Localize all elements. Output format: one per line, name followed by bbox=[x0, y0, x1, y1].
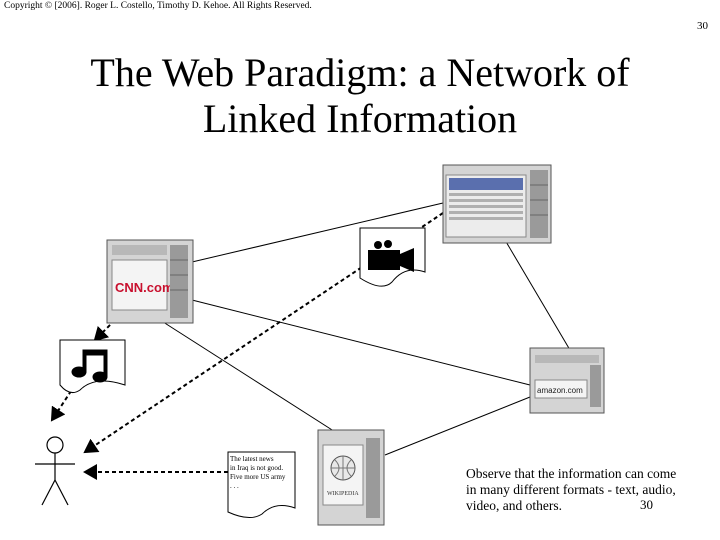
top-server[interactable] bbox=[442, 164, 552, 244]
copyright-notice: Copyright © [2006]. Roger L. Costello, T… bbox=[4, 1, 312, 11]
wikipedia-logo: WIKIPEDIA bbox=[327, 491, 359, 497]
link-wikipedia-amazon bbox=[384, 394, 536, 456]
news-text: The latest news in Iraq is not good. Fiv… bbox=[230, 455, 286, 490]
title-line-1: The Web Paradigm: a Network of bbox=[90, 50, 630, 95]
link-cnn-top-server bbox=[191, 202, 444, 263]
page-number: 30 bbox=[697, 20, 708, 32]
network-links bbox=[159, 202, 571, 456]
arrow-cnn-to-music bbox=[93, 319, 116, 342]
video-camera-icon bbox=[368, 240, 414, 272]
page-title: The Web Paradigm: a Network of Linked In… bbox=[0, 50, 720, 142]
footer-page-number: 30 bbox=[640, 497, 653, 512]
note-line-2: in many different formats - text, audio, bbox=[466, 482, 676, 497]
wikipedia-server[interactable]: WIKIPEDIA bbox=[317, 429, 385, 526]
note-line-1: Observe that the information can come bbox=[466, 466, 677, 481]
link-top-server-amazon bbox=[504, 239, 571, 351]
amazon-server[interactable]: amazon.com bbox=[529, 347, 605, 414]
cnn-logo: CNN.com bbox=[115, 280, 174, 295]
video-document[interactable] bbox=[359, 227, 426, 287]
title-line-2: Linked Information bbox=[202, 96, 518, 141]
link-cnn-wikipedia bbox=[159, 319, 341, 436]
link-cnn-amazon bbox=[191, 299, 531, 386]
stick-figure-icon bbox=[35, 436, 75, 506]
news-document[interactable] bbox=[227, 451, 296, 518]
amazon-logo: amazon.com bbox=[537, 386, 583, 395]
note-line-3: video, and others. bbox=[466, 498, 562, 513]
music-note-icon bbox=[71, 349, 108, 383]
cnn-server[interactable]: CNN.com bbox=[106, 239, 194, 324]
music-document[interactable] bbox=[59, 339, 126, 394]
observation-note: Observe that the information can come in… bbox=[466, 466, 706, 514]
